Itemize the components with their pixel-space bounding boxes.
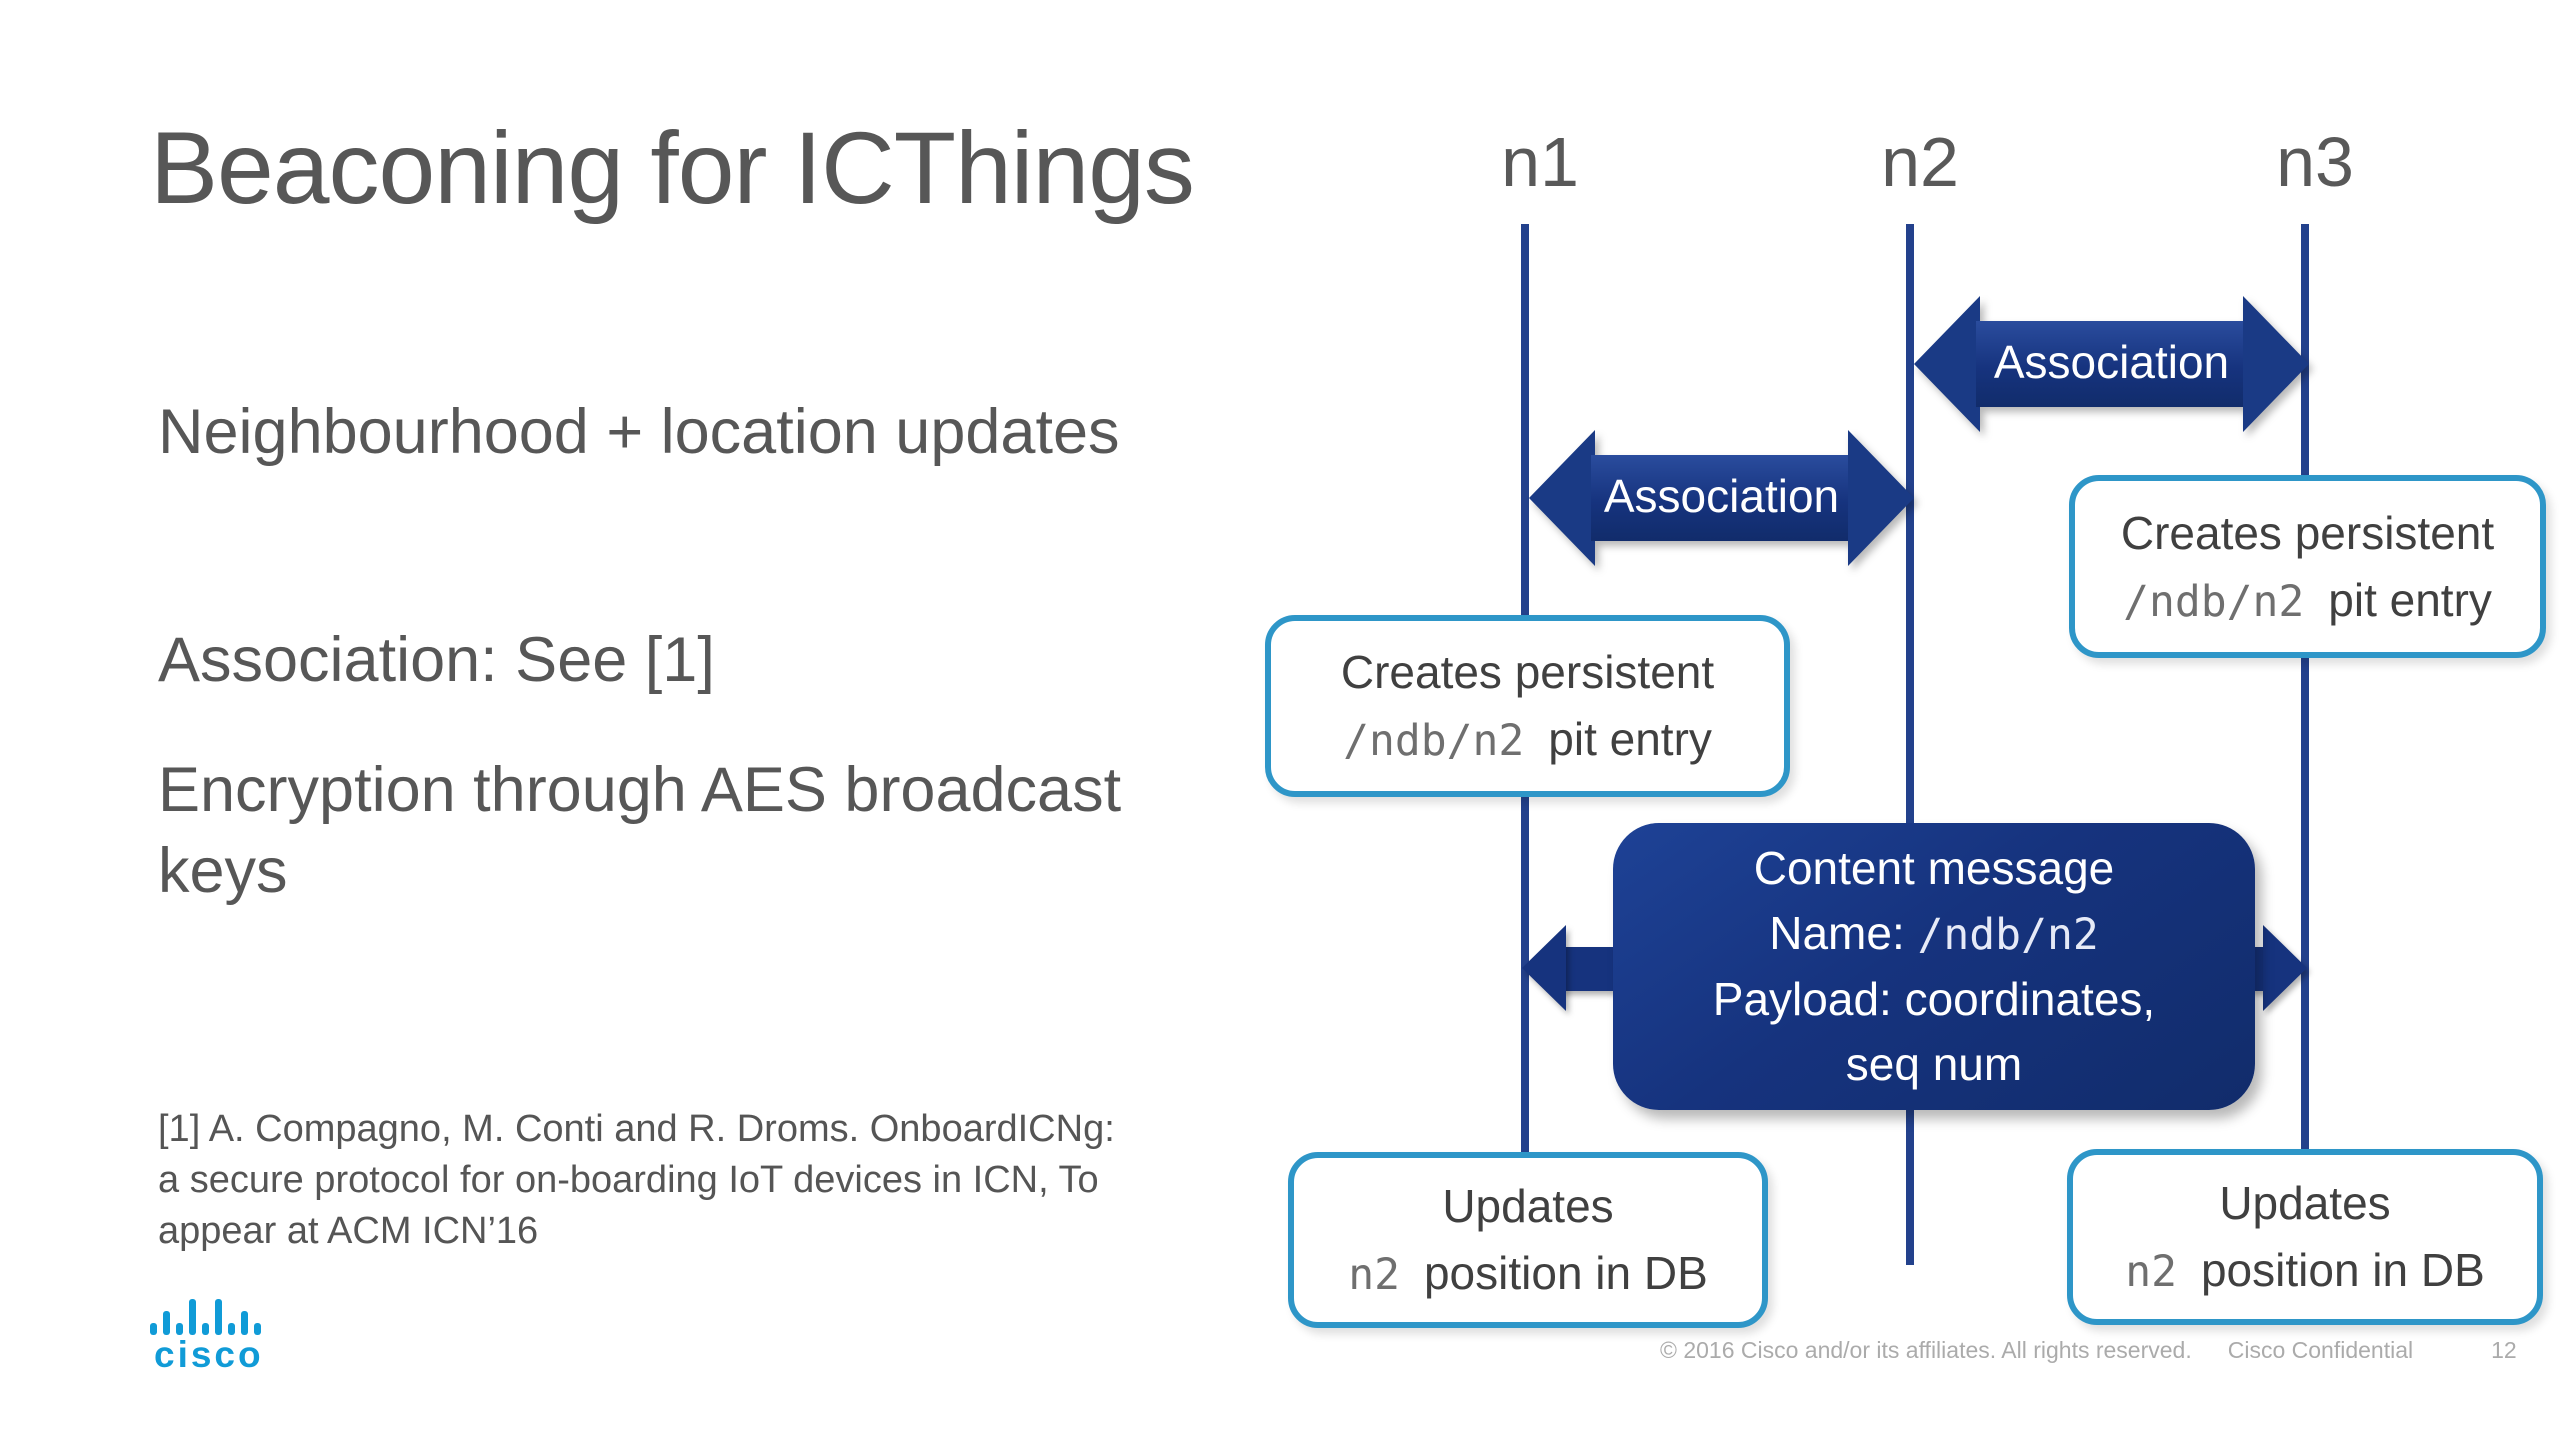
callout-updates-position-n3: Updates n2 position in DB [2067, 1149, 2543, 1325]
node-label-n3: n3 [2276, 123, 2354, 201]
callout-line-2: /ndb/n2 pit entry [1343, 706, 1712, 773]
ndn-name-mono: /ndb/n2 [2123, 576, 2305, 627]
callout-updates-position-n1: Updates n2 position in DB [1288, 1152, 1768, 1328]
footnote-line-1: [1] A. Compagno, M. Conti and R. Droms. … [158, 1108, 1115, 1150]
content-line-4: seq num [1845, 1037, 2023, 1090]
bullet-encryption-aes: Encryption through AES broadcast keys [158, 755, 1122, 906]
cisco-wordmark: cisco [154, 1334, 264, 1375]
lifeline-n3 [2301, 224, 2309, 1151]
content-arrow-left-shaft [1560, 947, 1622, 991]
callout-line-1: Updates [1442, 1180, 1614, 1233]
content-arrow-right-head-icon [2263, 925, 2307, 1011]
callout-line-2: n2 position in DB [1348, 1240, 1708, 1307]
callout-line-2-rest: position in DB [1423, 1247, 1708, 1299]
content-line-3: Payload: coordinates, [1712, 972, 2156, 1025]
callout-line-1: Updates [2219, 1177, 2391, 1230]
callout-line-2-rest: position in DB [2200, 1244, 2485, 1296]
arrow-shaft [1976, 321, 2247, 407]
cisco-logo: cisco [148, 1297, 264, 1373]
callout-line-1: Creates persistent [1340, 646, 1715, 699]
ndn-name-mono: /ndb/n2 [1917, 910, 2099, 961]
callout-creates-pit-entry-n1: Creates persistent /ndb/n2 pit entry [1265, 615, 1790, 797]
content-arrow-left-head-icon [1522, 925, 1566, 1011]
node-mono: n2 [2125, 1247, 2177, 1297]
slide-title: Beaconing for ICThings [150, 111, 1195, 225]
association-label: Association [1603, 470, 1840, 522]
arrow-shaft [1591, 455, 1852, 541]
footnote-line-3: appear at ACM ICN’16 [158, 1209, 539, 1252]
slide-footer: © 2016 Cisco and/or its affiliates. All … [1660, 1337, 2517, 1364]
footnote-line-2: a secure protocol for on-boarding IoT de… [158, 1158, 1099, 1201]
lifeline-n2 [1906, 224, 1914, 1265]
footer-page-number: 12 [2491, 1337, 2517, 1363]
node-mono: n2 [1348, 1250, 1400, 1300]
node-label-n2: n2 [1881, 123, 1959, 201]
association-arrow-n2-n3: Association [1914, 294, 2309, 434]
arrow-head-right-icon [2243, 296, 2309, 432]
arrow-head-right-icon [1848, 430, 1914, 566]
content-line-2: Name: /ndb/n2 [1769, 901, 2098, 966]
arrow-head-left-icon [1529, 430, 1595, 566]
content-message-box: Content message Name: /ndb/n2 Payload: c… [1613, 823, 2255, 1110]
footer-copyright: © 2016 Cisco and/or its affiliates. All … [1660, 1337, 2192, 1363]
cisco-bridge-icon [150, 1297, 264, 1335]
bullet-neighbourhood-updates: Neighbourhood + location updates [158, 397, 1120, 467]
callout-creates-pit-entry-n3: Creates persistent /ndb/n2 pit entry [2069, 475, 2546, 658]
association-arrow-n1-n2: Association [1529, 428, 1914, 568]
callout-line-2: n2 position in DB [2125, 1237, 2485, 1304]
content-line-1: Content message [1753, 841, 2115, 894]
node-label-n1: n1 [1501, 123, 1579, 201]
footnote-reference: [1] A. Compagno, M. Conti and R. Droms. … [158, 1104, 1308, 1257]
arrow-head-left-icon [1914, 296, 1980, 432]
association-label: Association [1993, 336, 2230, 388]
callout-line-2: /ndb/n2 pit entry [2123, 567, 2492, 634]
name-label: Name: [1769, 907, 1905, 960]
callout-line-2-rest: pit entry [1548, 713, 1712, 765]
bullet-association-see-ref: Association: See [1] [158, 625, 715, 695]
ndn-name-mono: /ndb/n2 [1343, 716, 1525, 766]
footer-confidential: Cisco Confidential [2227, 1337, 2414, 1363]
callout-line-1: Creates persistent [2120, 506, 2495, 559]
callout-line-2-rest: pit entry [2328, 573, 2492, 626]
